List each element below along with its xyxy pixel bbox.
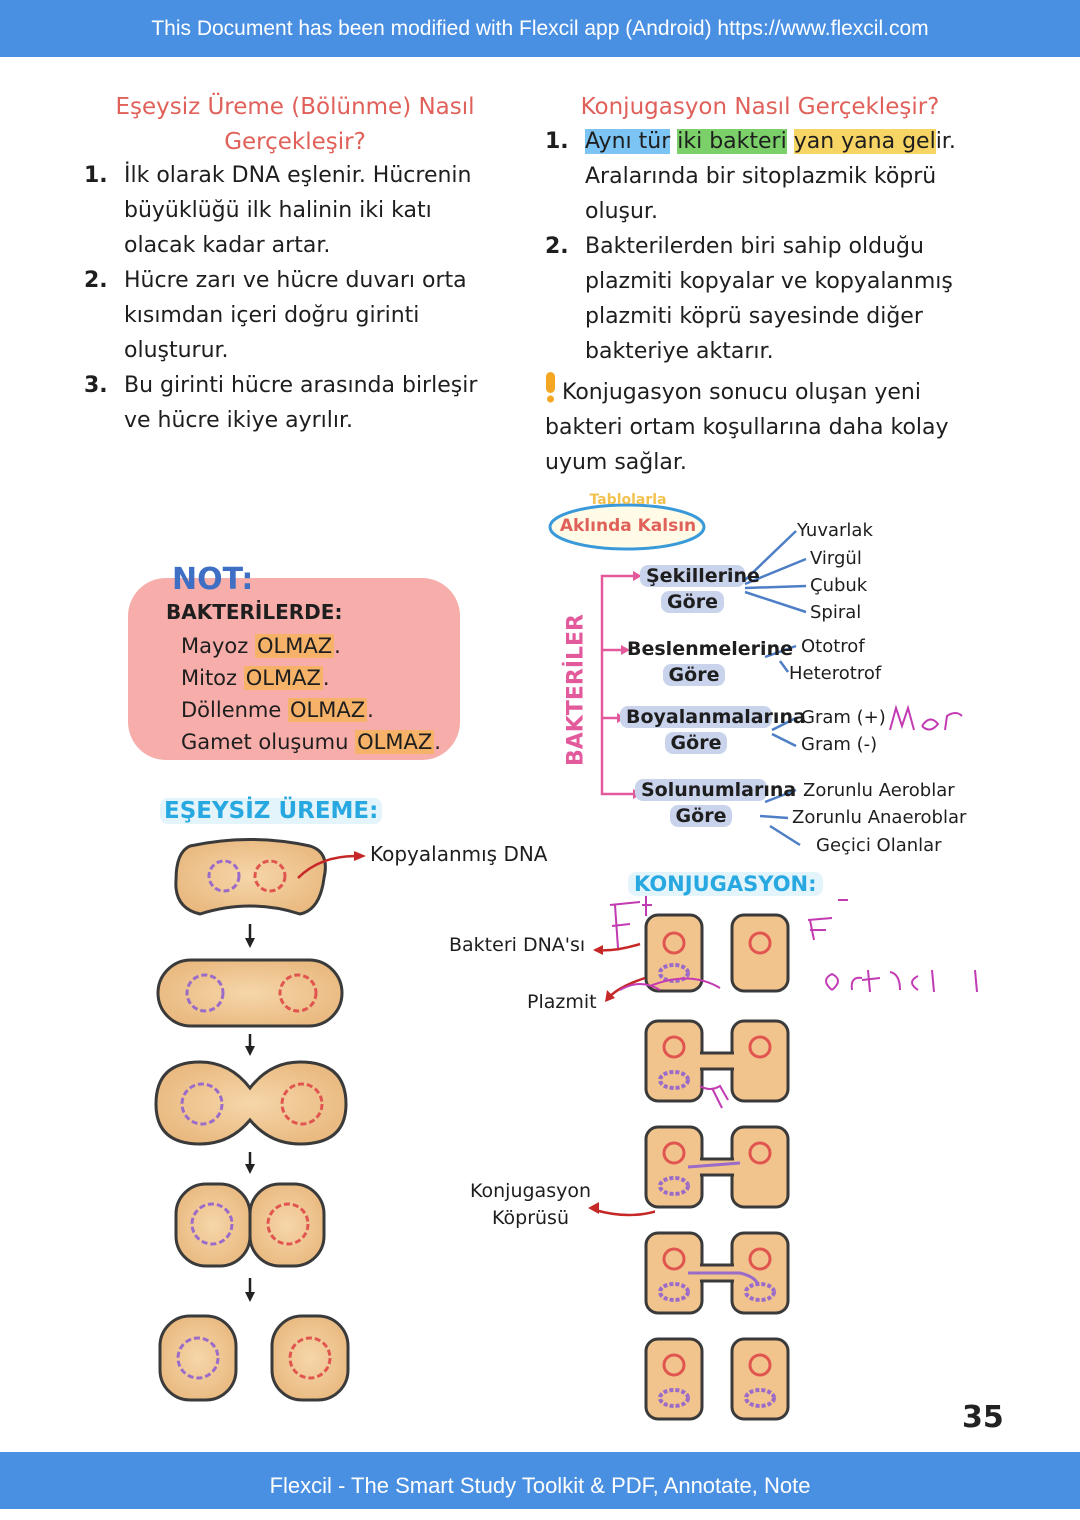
leaf-yuvarlak: Yuvarlak — [797, 520, 873, 541]
top-banner: This Document has been modified with Fle… — [0, 0, 1080, 57]
leaf-cubuk: Çubuk — [810, 575, 868, 596]
label-plasmid: Plazmit — [527, 991, 597, 1013]
branch-nutrition: Beslenmelerine Göre — [627, 638, 793, 686]
leaf-zorunlu-anaeroblar: Zorunlu Anaeroblar — [792, 807, 967, 828]
branch-staining: Boyalanmalarına Göre — [620, 706, 806, 754]
asexual-step: 1.İlk olarak DNA eşlenir. Hücrenin büyük… — [84, 163, 472, 258]
branch-staining-line1: Boyalanmalarına — [620, 706, 806, 728]
conjugation-step-1: 1. Aynı tür iki bakteri yan yana gelir. … — [545, 129, 956, 224]
note-item: Gamet oluşumu OLMAZ. — [181, 730, 441, 754]
conjugation-step-2: 2. Bakterilerden biri sahip olduğu plazm… — [545, 234, 953, 364]
leaf-virgul: Virgül — [810, 548, 862, 569]
copied-dna-arrow — [297, 851, 366, 879]
asexual-steps: 1.İlk olarak DNA eşlenir. Hücrenin büyük… — [84, 158, 504, 438]
branch-staining-line2: Göre — [664, 732, 728, 754]
conjugation-diagram-title: KONJUGASYON: — [628, 872, 823, 896]
mindmap-root: BAKTERİLER — [561, 614, 591, 770]
leaf-ototrof: Ototrof — [801, 636, 865, 657]
note-title: NOT: — [172, 562, 254, 597]
branch-respiration-line2: Göre — [669, 805, 733, 827]
note-list: Mayoz OLMAZ. Mitoz OLMAZ. Döllenme OLMAZ… — [181, 630, 441, 758]
asexual-title: Eşeysiz Üreme (Bölünme) Nasıl Gerçekleşi… — [85, 90, 505, 160]
branch-shape-line1: Şekillerine — [640, 565, 760, 587]
leaf-gecici-olanlar: Geçici Olanlar — [816, 835, 942, 856]
label-bridge-line2: Köprüsü — [492, 1207, 569, 1229]
badge-line1: Tablolarla — [589, 492, 667, 508]
asexual-diagram-title: EŞEYSİZ ÜREME: — [160, 798, 383, 824]
label-bridge-line1: Konjugasyon — [470, 1180, 592, 1202]
asexual-title-line2: Gerçekleşir? — [224, 129, 366, 155]
mindmap-root-label: BAKTERİLER — [563, 614, 589, 766]
bottom-banner: Flexcil - The Smart Study Toolkit & PDF,… — [0, 1452, 1080, 1509]
label-copied-dna: Kopyalanmış DNA — [370, 842, 548, 866]
exclamation-icon — [545, 372, 556, 403]
pen-annotations — [609, 704, 978, 1109]
branch-shape: Şekillerine Göre — [640, 565, 760, 613]
label-conjugation-bridge: Konjugasyon Köprüsü — [470, 1178, 591, 1232]
asexual-step: 2.Hücre zarı ve hücre duvarı orta kısımd… — [84, 268, 467, 363]
note-item: Mayoz OLMAZ. — [181, 634, 341, 658]
branch-nutrition-line2: Göre — [662, 664, 726, 686]
leaf-gram-negative: Gram (-) — [801, 734, 878, 755]
asexual-diagram — [154, 838, 350, 1402]
conjugation-label-arrows — [588, 942, 655, 1217]
asexual-step: 3.Bu girinti hücre arasında birleşir ve … — [84, 373, 478, 433]
leaf-gram-positive: Gram (+) — [801, 707, 886, 728]
note-item: Mitoz OLMAZ. — [181, 666, 330, 690]
badge-line2: Aklında Kalsın — [559, 516, 697, 536]
conjugation-title: Konjugasyon Nasıl Gerçekleşir? — [580, 94, 940, 120]
warning-note: Konjugasyon sonucu oluşan yeni bakteri o… — [545, 372, 985, 480]
badge-outline — [548, 503, 706, 551]
page-number: 35 — [962, 1400, 1004, 1435]
branch-nutrition-line1: Beslenmelerine — [627, 638, 793, 660]
leaf-spiral: Spiral — [810, 602, 862, 623]
conjugation-diagram — [644, 913, 790, 1421]
leaf-heterotrof: Heterotrof — [789, 663, 882, 684]
note-subtitle: BAKTERİLERDE: — [166, 600, 343, 624]
memory-badge: Tablolarla Aklında Kalsın — [548, 492, 708, 552]
branch-respiration: Solunumlarına Göre — [635, 779, 796, 827]
conjugation-steps: 1. Aynı tür iki bakteri yan yana gelir. … — [545, 124, 985, 369]
branch-respiration-line1: Solunumlarına — [635, 779, 796, 801]
asexual-title-line1: Eşeysiz Üreme (Bölünme) Nasıl — [115, 94, 475, 120]
leaf-zorunlu-aeroblar: Zorunlu Aeroblar — [803, 780, 955, 801]
branch-shape-line2: Göre — [661, 591, 724, 613]
note-item: Döllenme OLMAZ. — [181, 698, 374, 722]
label-bacteria-dna: Bakteri DNA'sı — [449, 934, 586, 956]
